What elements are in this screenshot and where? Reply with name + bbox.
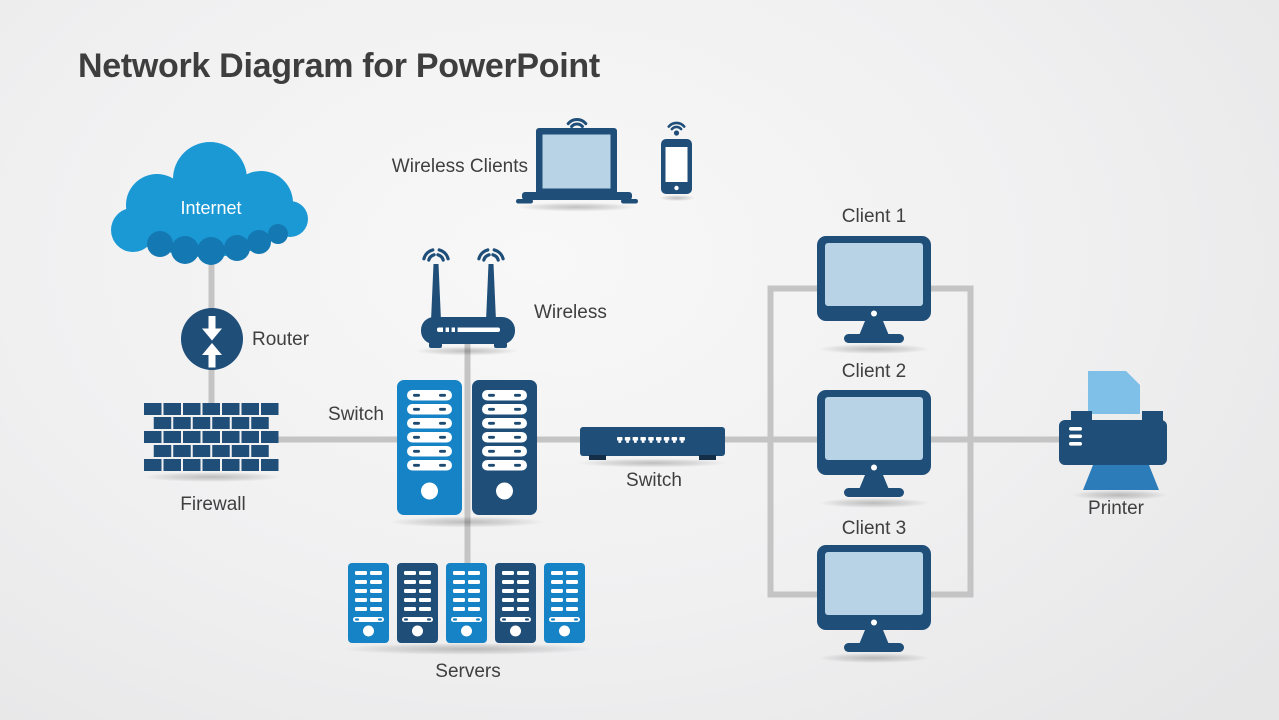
internet-label: Internet [180, 198, 242, 218]
servers-label: Servers [435, 661, 501, 682]
server-rack-icon [348, 563, 585, 643]
client1-monitor-icon [817, 236, 931, 343]
printer-label: Printer [1088, 498, 1144, 519]
wireless-label: Wireless [534, 302, 607, 323]
wireless-clients-label: Wireless Clients [391, 156, 528, 177]
switch-left-label: Switch [328, 404, 384, 425]
network-switch-icon [580, 427, 725, 460]
switch-server-towers-icon [397, 380, 537, 515]
laptop-icon [516, 118, 638, 204]
wireless-router-icon [421, 248, 515, 348]
router-icon [181, 308, 243, 370]
router-label: Router [252, 329, 310, 350]
internet-cloud-icon [111, 142, 308, 265]
firewall-icon [144, 403, 279, 471]
wifi-signal-icon [667, 121, 686, 136]
switch-bottom-label: Switch [626, 470, 682, 491]
client3-label: Client 3 [841, 518, 907, 539]
wifi-signal-icon [422, 248, 505, 262]
smartphone-icon [661, 121, 692, 194]
firewall-label: Firewall [180, 494, 246, 515]
client3-monitor-icon [817, 545, 931, 652]
shadows [142, 195, 1167, 663]
wifi-signal-icon [566, 118, 588, 134]
client1-label: Client 1 [841, 206, 907, 227]
slide-title: Network Diagram for PowerPoint [78, 47, 600, 85]
printer-icon [1059, 371, 1167, 490]
client2-label: Client 2 [841, 361, 907, 382]
client2-monitor-icon [817, 390, 931, 497]
